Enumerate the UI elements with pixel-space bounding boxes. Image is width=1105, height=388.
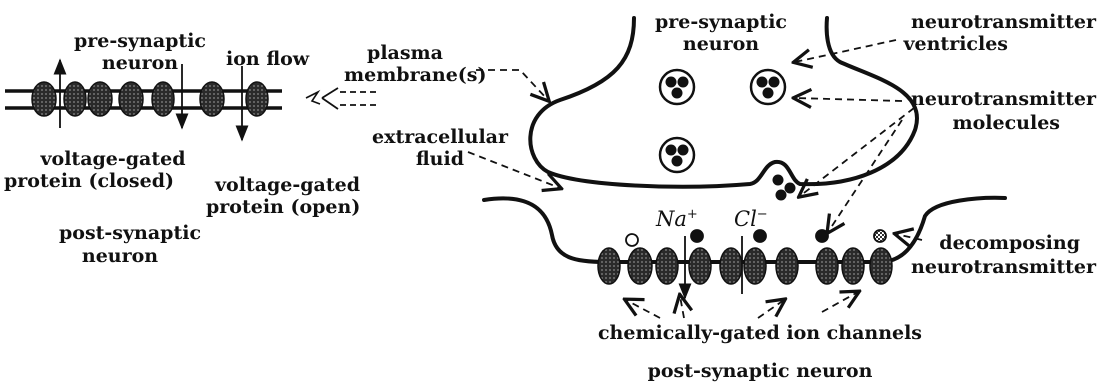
na-ion-base: Na [656, 207, 687, 231]
decomposing-label-2: neurotransmitter [880, 256, 1096, 278]
vesicle-icon [660, 138, 694, 172]
vg-open-label-2: protein (open) [206, 196, 360, 218]
right-pre-synaptic-label-2: neuron [636, 33, 806, 55]
vesicle-icon [660, 70, 694, 104]
left-pre-synaptic-label: pre-synaptic [70, 30, 210, 52]
vg-closed-label-2: protein (closed) [4, 170, 174, 192]
nt-molecules-label: neurotransmitter [880, 88, 1096, 110]
right-post-synaptic-label: post-synaptic neuron [590, 360, 930, 382]
cl-ion-charge: − [757, 207, 768, 222]
extracellular-label: extracellular [330, 126, 508, 148]
plasma-label: plasma [340, 42, 470, 64]
vesicle-icon [751, 70, 785, 104]
cl-ion-base: Cl [734, 207, 757, 231]
na-ion-label: Na+ [656, 204, 698, 230]
receptor-molecules [626, 230, 886, 246]
na-ion-charge: + [687, 207, 698, 222]
vg-open-label: voltage-gated [205, 174, 370, 196]
right-pre-synaptic-label: pre-synaptic [636, 11, 806, 33]
cl-ion-label: Cl− [734, 204, 768, 230]
nt-molecules-label-2: molecules [880, 112, 1060, 134]
vg-closed-label: voltage-gated [28, 148, 198, 170]
plasma-membranes-label: membrane(s) [344, 64, 486, 86]
nt-ventricles-label-2: ventricles [880, 33, 1008, 55]
vesicles [660, 70, 785, 172]
left-ion-channels [32, 82, 268, 116]
left-post-synaptic-label-2: neuron [60, 245, 180, 267]
nt-ventricles-label: neurotransmitter [880, 11, 1096, 33]
left-pre-synaptic-label-2: neuron [70, 52, 210, 74]
post-synaptic-channels [598, 248, 892, 284]
extracellular-label-2: fluid [330, 148, 464, 170]
ion-flow-label: ion flow [226, 48, 309, 70]
decomposing-label: decomposing [900, 232, 1080, 254]
chemically-gated-label: chemically-gated ion channels [560, 322, 960, 344]
left-post-synaptic-label: post-synaptic [45, 222, 215, 244]
